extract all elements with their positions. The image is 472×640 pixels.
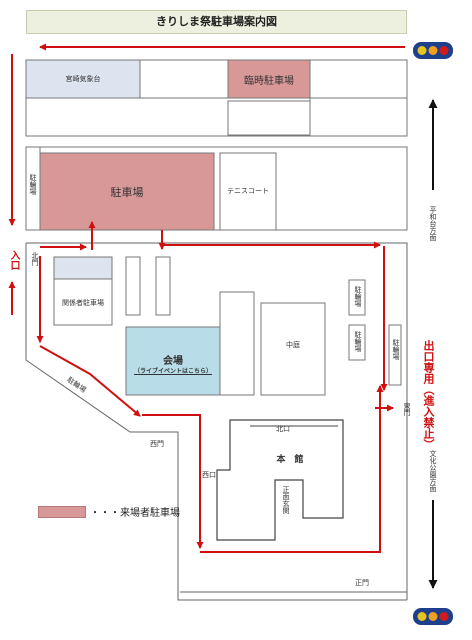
main-building — [216, 419, 344, 541]
east-gate-label: 東門 — [403, 402, 411, 416]
second-block — [25, 146, 408, 231]
direction-bunka-park-label: 文化公園方面 — [429, 450, 437, 492]
entrance-label: 入口 — [8, 250, 19, 270]
courtyard-label: 中庭 — [286, 341, 300, 349]
traffic-light-icon — [413, 608, 453, 625]
north-entrance-label: 北口 — [276, 425, 290, 433]
staff-parking-label: 関係者駐車場 — [62, 299, 104, 307]
west-entrance-label: 西口 — [202, 471, 216, 479]
venue-sub-label: （ライブイベントはこちら） — [133, 368, 212, 375]
route-arrows — [8, 43, 405, 553]
tennis-court-block — [219, 152, 277, 231]
tennis-court-label: テニスコート — [227, 187, 269, 195]
main-gate-label: 正門 — [355, 579, 369, 587]
venue-block — [125, 326, 221, 396]
direction-heiwadai-label: 平和台方面 — [429, 206, 437, 241]
main-entrance-label: 正面玄関 — [282, 486, 290, 514]
temp-parking-block — [227, 59, 311, 99]
main-building-label: 本 館 — [276, 455, 304, 465]
venue-label: 会場 — [163, 356, 183, 367]
bike-parking-label-2: 駐輪場 — [354, 286, 362, 307]
observatory-block — [25, 59, 141, 99]
legend-parking-swatch — [38, 506, 86, 518]
lower-right-top-block — [227, 100, 311, 136]
exit-only-label: 出口専用（進入禁止） — [422, 340, 435, 450]
campus-outline — [25, 242, 408, 601]
traffic-light-icon — [413, 42, 453, 59]
legend-label: ・・・来場者駐車場 — [90, 508, 180, 519]
main-parking-block — [39, 152, 215, 231]
bike-parking-label-4: 駐輪場 — [392, 339, 400, 360]
north-gate-label: 北門 — [31, 252, 39, 266]
main-parking-label: 駐車場 — [110, 186, 144, 199]
courtyard-block — [260, 302, 326, 396]
bike-parking-label-1: 駐輪場 — [29, 174, 37, 195]
west-gate-label: 西門 — [150, 440, 164, 448]
temp-parking-label: 臨時駐車場 — [244, 76, 294, 87]
bike-parking-label-3: 駐輪場 — [354, 331, 362, 352]
observatory-label: 宮崎気象台 — [65, 75, 101, 83]
map-title: きりしま祭駐車場案内図 — [26, 10, 407, 34]
